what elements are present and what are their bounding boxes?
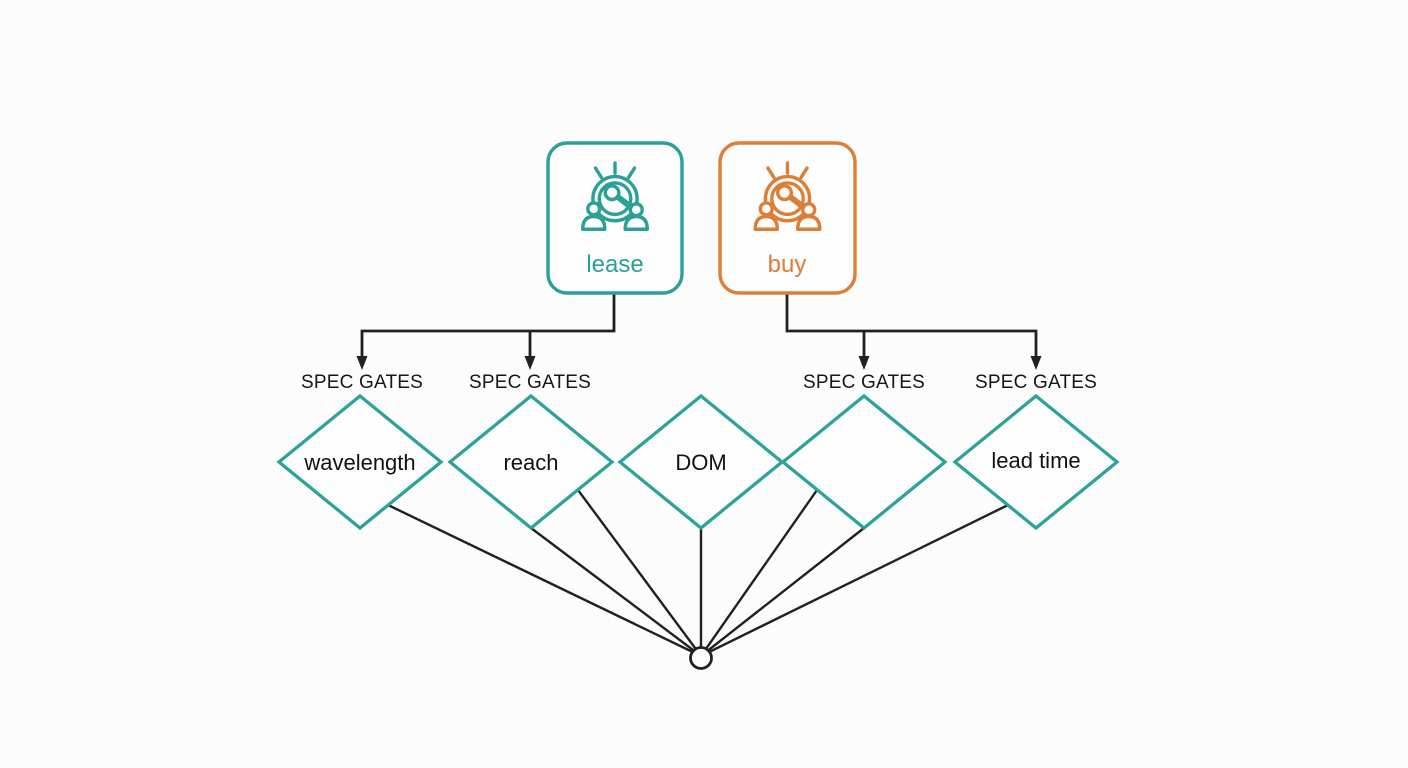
diamond-shape <box>780 393 948 531</box>
diamond-wavelength: wavelength <box>276 393 444 531</box>
diamond-dom: DOM <box>617 393 785 531</box>
buy-branch-line <box>785 293 1038 358</box>
diamond-label: wavelength <box>303 450 415 475</box>
fan-line-blank-edge <box>700 489 818 657</box>
buy-node: buy <box>718 141 857 295</box>
convergence-circle <box>689 646 713 670</box>
diamond-leadtime: lead time <box>952 393 1120 531</box>
diamond-blank <box>780 393 948 531</box>
convergence-lines <box>387 489 1009 658</box>
lease-node-label: lease <box>586 251 643 278</box>
arrowhead-icon <box>858 356 870 370</box>
lease-branch-line <box>360 293 616 358</box>
fan-line-leadtime <box>700 503 1009 658</box>
spec-gates-label-2: SPEC GATES <box>469 372 591 393</box>
lease-branch-connector <box>360 293 616 358</box>
buy-branch-connector <box>785 293 1038 358</box>
diamond-shape <box>617 393 785 531</box>
diamond-shape <box>952 393 1120 531</box>
lease-node: lease <box>546 141 684 295</box>
diamond-label: DOM <box>675 450 726 475</box>
fan-line-blank-tip <box>700 527 865 657</box>
buy-node-label: buy <box>768 251 807 278</box>
fan-line-reach-edge <box>577 489 702 657</box>
fan-line-reach-tip <box>530 527 702 657</box>
diamond-label: reach <box>503 450 558 475</box>
arrowhead-icon <box>1030 356 1042 370</box>
fan-line-wavelength <box>387 503 702 658</box>
lease-node-box <box>546 141 684 295</box>
diamond-shape <box>447 393 615 531</box>
spec-gates-label-4: SPEC GATES <box>975 372 1097 393</box>
buy-node-box <box>718 141 857 295</box>
diamond-label: lead time <box>991 448 1080 473</box>
spec-gates-label-1: SPEC GATES <box>301 372 423 393</box>
diamond-reach: reach <box>447 393 615 531</box>
spec-gates-label-3: SPEC GATES <box>803 372 925 393</box>
arrowhead-icon <box>524 356 536 370</box>
arrowhead-icon <box>356 356 368 370</box>
diamond-shape <box>276 393 444 531</box>
